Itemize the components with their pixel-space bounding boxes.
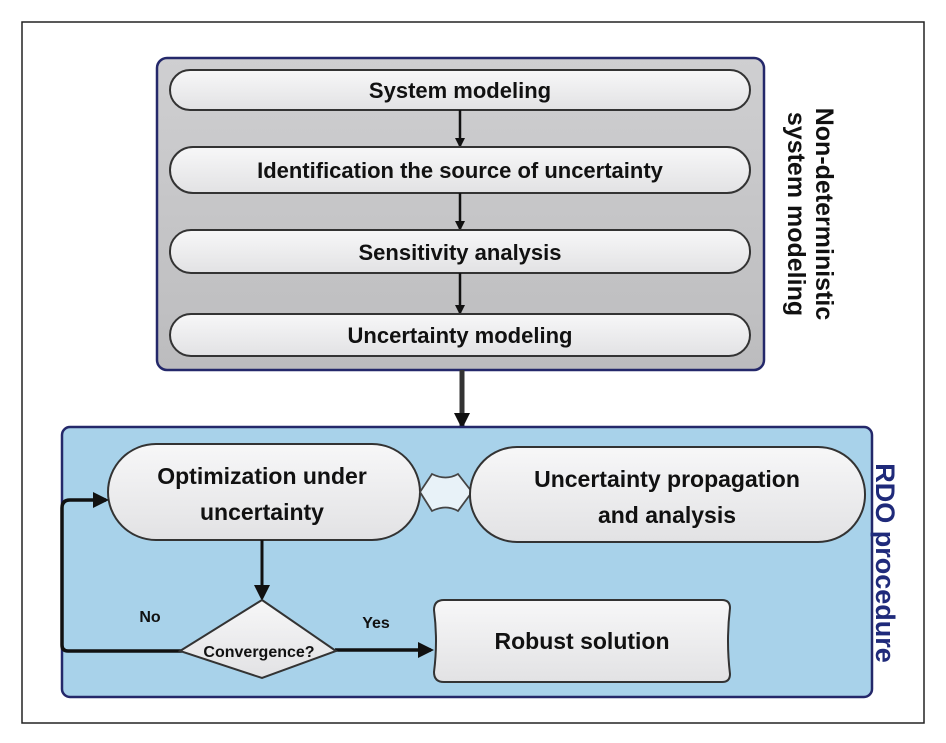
step-sensitivity-analysis: Sensitivity analysis (169, 229, 751, 274)
step-label: System modeling (369, 78, 551, 103)
robust-solution-label: Robust solution (494, 628, 669, 654)
propagation-line2: and analysis (598, 502, 736, 528)
decision-label: Convergence? (203, 644, 314, 661)
step-label: Identification the source of uncertainty (257, 158, 664, 183)
side-label-line2: system modeling (782, 112, 810, 316)
optimization-node: Optimization under uncertainty (107, 443, 421, 541)
optimization-line2: uncertainty (200, 499, 324, 525)
robust-solution-node: Robust solution (432, 599, 732, 683)
side-label-line1: Non-deterministic (810, 108, 838, 321)
feedback-loop-arrow (60, 492, 182, 653)
step-uncertainty-modeling: Uncertainty modeling (169, 313, 751, 357)
step-label: Sensitivity analysis (359, 240, 562, 265)
rdo-label-text: RDO procedure (870, 463, 900, 663)
optimization-line1: Optimization under (157, 463, 367, 489)
no-label: No (139, 609, 161, 626)
non-deterministic-label: Non-deterministic system modeling (782, 108, 838, 321)
propagation-node: Uncertainty propagation and analysis (469, 446, 866, 543)
step-identification: Identification the source of uncertainty (169, 146, 751, 194)
rdo-procedure-label: RDO procedure (870, 463, 900, 663)
convergence-decision: Convergence? (177, 598, 339, 680)
step-label: Uncertainty modeling (348, 323, 573, 348)
yes-label: Yes (362, 615, 390, 632)
step-system-modeling: System modeling (169, 69, 751, 111)
propagation-line1: Uncertainty propagation (534, 466, 800, 492)
